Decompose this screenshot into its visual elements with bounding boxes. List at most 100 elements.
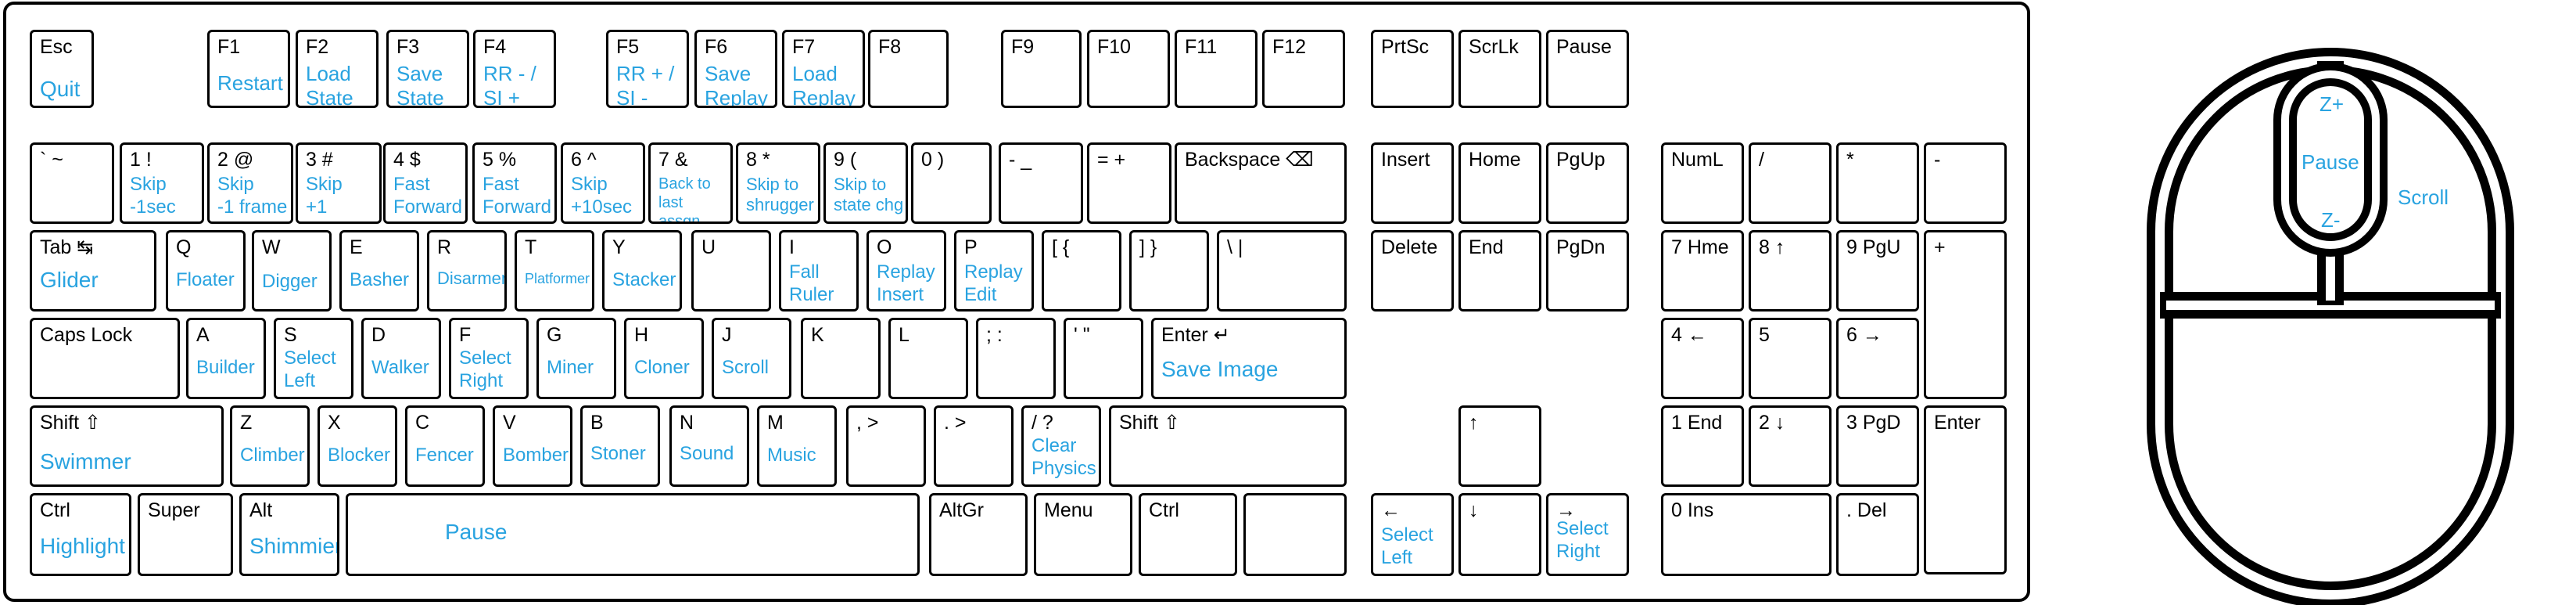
key-numdel-label: . Del bbox=[1846, 499, 1887, 521]
key-downarrow-label: ↓ bbox=[1469, 499, 1479, 521]
key-f12-label: F12 bbox=[1272, 36, 1307, 58]
key-l: L bbox=[888, 318, 968, 399]
key-equals: = + bbox=[1087, 142, 1171, 224]
key-slash: / ?Clear Physics bbox=[1021, 405, 1101, 487]
key-y-action: Stacker bbox=[612, 269, 676, 290]
key-downarrow: ↓ bbox=[1458, 493, 1541, 576]
key-backspace-label: Backspace ⌫ bbox=[1185, 149, 1314, 171]
key-n3-label: 3 # bbox=[306, 149, 333, 171]
key-a-action: Builder bbox=[196, 357, 255, 378]
key-g-action: Miner bbox=[547, 357, 594, 378]
mouse-wheel-inner bbox=[2281, 70, 2380, 249]
key-h-label: H bbox=[634, 324, 649, 346]
key-backslash: \ | bbox=[1217, 230, 1347, 312]
key-x-label: X bbox=[328, 412, 341, 434]
key-lshift-label: Shift ⇧ bbox=[40, 412, 101, 434]
key-n2-action: Skip -1 frame bbox=[217, 174, 288, 218]
key-c-label: C bbox=[415, 412, 430, 434]
key-comma-label: , > bbox=[856, 412, 879, 434]
key-n7: 7 &Back to last assgn. bbox=[648, 142, 733, 224]
key-slash-label: / ? bbox=[1031, 412, 1053, 434]
key-f8-label: F8 bbox=[878, 36, 902, 58]
key-f11: F11 bbox=[1175, 30, 1258, 108]
key-m-action: Music bbox=[767, 445, 816, 466]
key-menu-label: Menu bbox=[1044, 499, 1093, 521]
key-f-action: Select Right bbox=[459, 348, 511, 391]
key-rightarrow-action: Select Right bbox=[1556, 518, 1609, 562]
mouse-scroll-label: Scroll bbox=[2398, 185, 2449, 209]
key-minus-label: - _ bbox=[1009, 149, 1032, 171]
key-pgdn: PgDn bbox=[1546, 230, 1629, 312]
key-h-action: Cloner bbox=[634, 357, 690, 378]
key-a-label: A bbox=[196, 324, 210, 346]
key-esc-label: Esc bbox=[40, 36, 73, 58]
key-quote: ' " bbox=[1064, 318, 1143, 399]
key-n6: 6 ^Skip +10sec bbox=[561, 142, 645, 224]
mouse-wheel-click-label: Pause bbox=[2302, 150, 2359, 174]
key-n2-label: 2 @ bbox=[217, 149, 254, 171]
key-super-label: Super bbox=[148, 499, 200, 521]
key-pause: Pause bbox=[1546, 30, 1629, 108]
key-n8-action: Skip to shrugger bbox=[746, 175, 814, 214]
key-n3: 3 #Skip +1 frame bbox=[296, 142, 382, 224]
key-numl-label: NumL bbox=[1671, 149, 1724, 171]
key-num8: 8 ↑ bbox=[1749, 230, 1832, 312]
key-backslash-label: \ | bbox=[1227, 236, 1243, 258]
key-num2-label: 2 ↓ bbox=[1759, 412, 1785, 434]
key-num3: 3 PgD bbox=[1836, 405, 1919, 487]
key-comma: , > bbox=[846, 405, 926, 487]
key-r-action: Disarmer bbox=[437, 268, 507, 288]
key-rightarrow-label: → bbox=[1556, 499, 1576, 521]
key-alt-action: Shimmier bbox=[249, 534, 339, 558]
key-num4-label: 4 ← bbox=[1671, 324, 1707, 346]
key-b-label: B bbox=[590, 412, 604, 434]
key-prtsc-label: PrtSc bbox=[1381, 36, 1430, 58]
key-h: H Cloner bbox=[624, 318, 704, 399]
key-n-action: Sound bbox=[680, 443, 734, 464]
key-f9-label: F9 bbox=[1011, 36, 1035, 58]
key-k-label: K bbox=[811, 324, 824, 346]
key-backspace: Backspace ⌫ bbox=[1175, 142, 1347, 224]
key-f3-action: Save State bbox=[396, 62, 444, 108]
key-super: Super bbox=[138, 493, 233, 576]
key-m-label: M bbox=[767, 412, 784, 434]
key-s-label: S bbox=[284, 324, 297, 346]
key-f7-label: F7 bbox=[792, 36, 816, 58]
key-t-action: Platformer bbox=[525, 271, 590, 286]
key-num7: 7 Hme bbox=[1661, 230, 1744, 312]
key-lshift: Shift ⇧Swimmer bbox=[30, 405, 224, 487]
key-slash-action: Clear Physics bbox=[1031, 435, 1096, 479]
key-tab-label: Tab ↹ bbox=[40, 236, 94, 258]
key-f1-action: Restart bbox=[217, 71, 283, 95]
key-enter: Enter ↵Save Image bbox=[1151, 318, 1347, 399]
key-z-label: Z bbox=[240, 412, 253, 434]
key-e-label: E bbox=[350, 236, 363, 258]
key-rctrl-label: Ctrl bbox=[1149, 499, 1179, 521]
key-n4: 4 $Fast Forward bbox=[383, 142, 468, 224]
key-n1-label: 1 ! bbox=[130, 149, 152, 171]
key-n9-action: Skip to state chg bbox=[834, 175, 904, 214]
key-num9: 9 PgU bbox=[1836, 230, 1919, 312]
key-lbracket: [ { bbox=[1042, 230, 1121, 312]
key-numslash-label: / bbox=[1759, 149, 1764, 171]
key-lctrl-label: Ctrl bbox=[40, 499, 70, 521]
key-period-label: . > bbox=[944, 412, 967, 434]
key-f6-action: Save Replay bbox=[705, 62, 768, 108]
key-f4-action: RR - / SI + bbox=[483, 62, 536, 108]
key-k: K bbox=[801, 318, 881, 399]
key-leftarrow-action: Select Left bbox=[1381, 524, 1433, 568]
key-n6-action: Skip +10sec bbox=[571, 174, 633, 218]
key-num0: 0 Ins bbox=[1661, 493, 1832, 576]
key-s-action: Select Left bbox=[284, 348, 336, 391]
key-uparrow-label: ↑ bbox=[1469, 412, 1479, 434]
